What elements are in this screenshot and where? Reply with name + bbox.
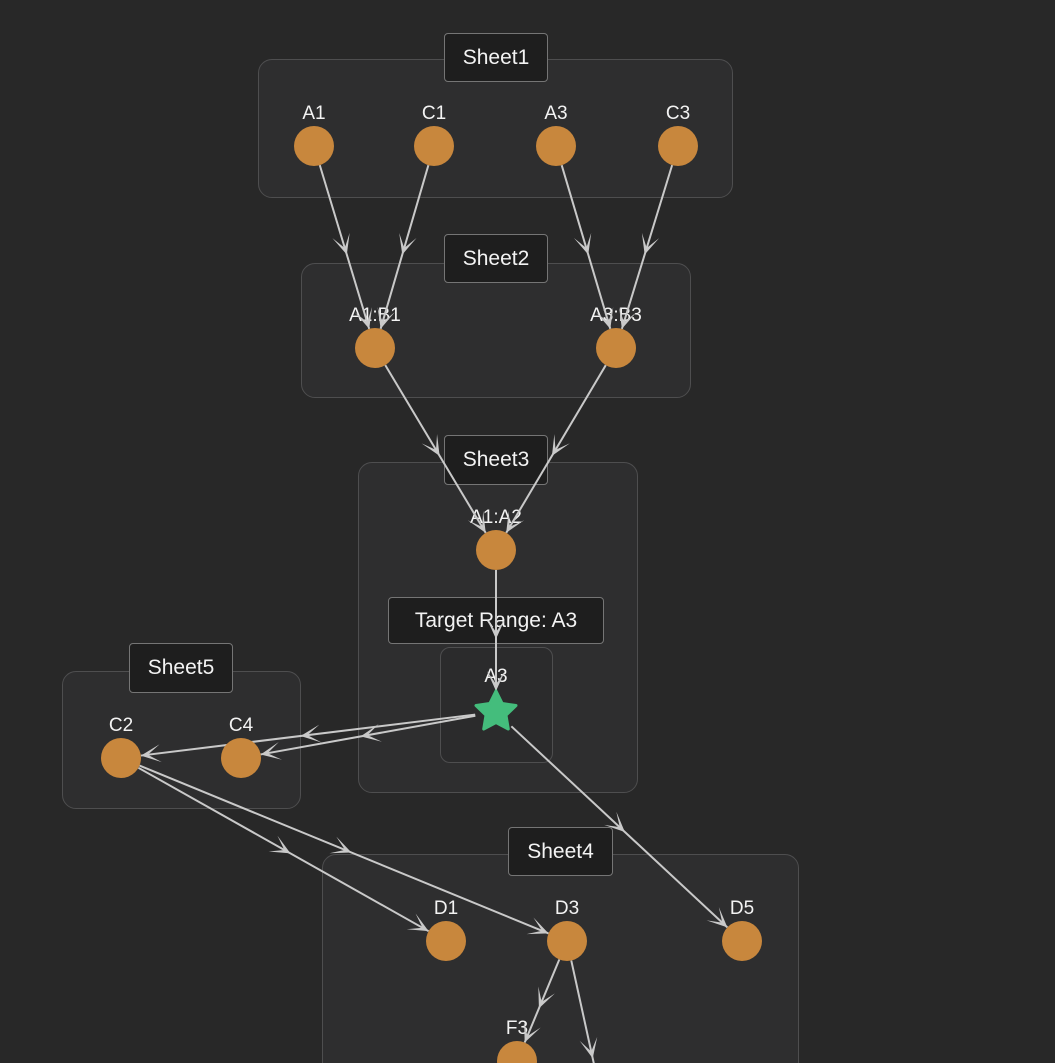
edge-arrowhead [421,434,440,456]
sheet-title-sheet1: Sheet1 [444,33,548,82]
node-c3[interactable] [658,126,698,166]
node-label-a1b1: A1:B1 [349,305,401,326]
edge-a1b1-a1a2 [384,364,487,534]
edge-arrowhead [332,232,350,255]
edge-arrowhead [551,434,570,456]
sheet-title-sheet3: Sheet3 [444,435,548,485]
edge-arrowhead [573,232,592,255]
node-label-a3: A3 [544,103,568,124]
node-a3b3[interactable] [596,328,636,368]
node-label-c4: C4 [228,715,254,736]
edge-arrowhead [140,744,162,763]
edge-target-d5 [510,725,729,929]
edge-d3-f3 [523,959,561,1043]
node-label-a1: A1 [302,103,326,124]
node-a1[interactable] [294,126,334,166]
edge-a3b3-a1a2 [505,364,607,534]
edge-arrowhead [706,907,728,928]
edge-arrowhead [467,511,486,533]
edge-a1-a1b1 [318,164,371,330]
sheet-box-sheet1 [258,59,733,198]
node-label-c1: C1 [421,103,447,124]
edge-arrowhead [595,307,614,329]
edge-arrowhead [604,811,625,832]
edge-arrowhead [487,619,505,639]
edge-arrowhead [329,836,352,854]
edge-arrowhead [399,232,417,255]
edge-arrowhead [524,1020,541,1043]
edge-arrowhead [619,307,637,329]
edge-target-c4 [260,714,476,756]
edge-arrowhead [487,671,505,691]
edge-arrowhead [526,917,549,935]
node-label-f3: F3 [505,1018,529,1039]
edge-a3-a3b3 [560,164,612,330]
node-a1b1[interactable] [355,328,395,368]
edge-arrowhead [268,835,291,854]
edge-c3-a3b3 [620,164,674,330]
edge-arrowhead [406,913,429,932]
node-d5[interactable] [722,921,762,961]
node-label-d1: D1 [433,898,459,919]
edge-arrowhead [538,986,555,1009]
node-c2[interactable] [101,738,141,778]
node-label-c3: C3 [665,103,691,124]
node-f3[interactable] [497,1041,537,1063]
edge-c2-d1 [137,766,430,933]
edge-arrowhead [506,511,525,533]
node-d1[interactable] [426,921,466,961]
node-label-c2: C2 [108,715,134,736]
edge-arrowhead [300,724,322,743]
node-label-d5: D5 [729,898,755,919]
node-a1a2[interactable] [476,530,516,570]
edge-target-c2 [140,713,476,757]
node-c1[interactable] [414,126,454,166]
node-d3[interactable] [547,921,587,961]
node-c4[interactable] [221,738,261,778]
edge-c2-d3 [139,764,549,935]
sheet-title-sheet2: Sheet2 [444,234,548,283]
node-a3[interactable] [536,126,576,166]
sheet-title-sheet4: Sheet4 [508,827,613,876]
edge-arrowhead [579,1036,598,1059]
edge-arrowhead [354,307,373,329]
sheet-title-sheet5: Sheet5 [129,643,233,693]
edge-d3-offscreen [570,960,595,1063]
edge-arrowhead [377,307,395,329]
edge-c1-a1b1 [379,164,430,330]
target-node-star[interactable] [474,689,518,731]
edge-arrowhead [641,232,660,255]
edge-arrowhead [360,724,382,742]
node-label-d3: D3 [554,898,580,919]
edge-arrowhead [260,742,282,760]
